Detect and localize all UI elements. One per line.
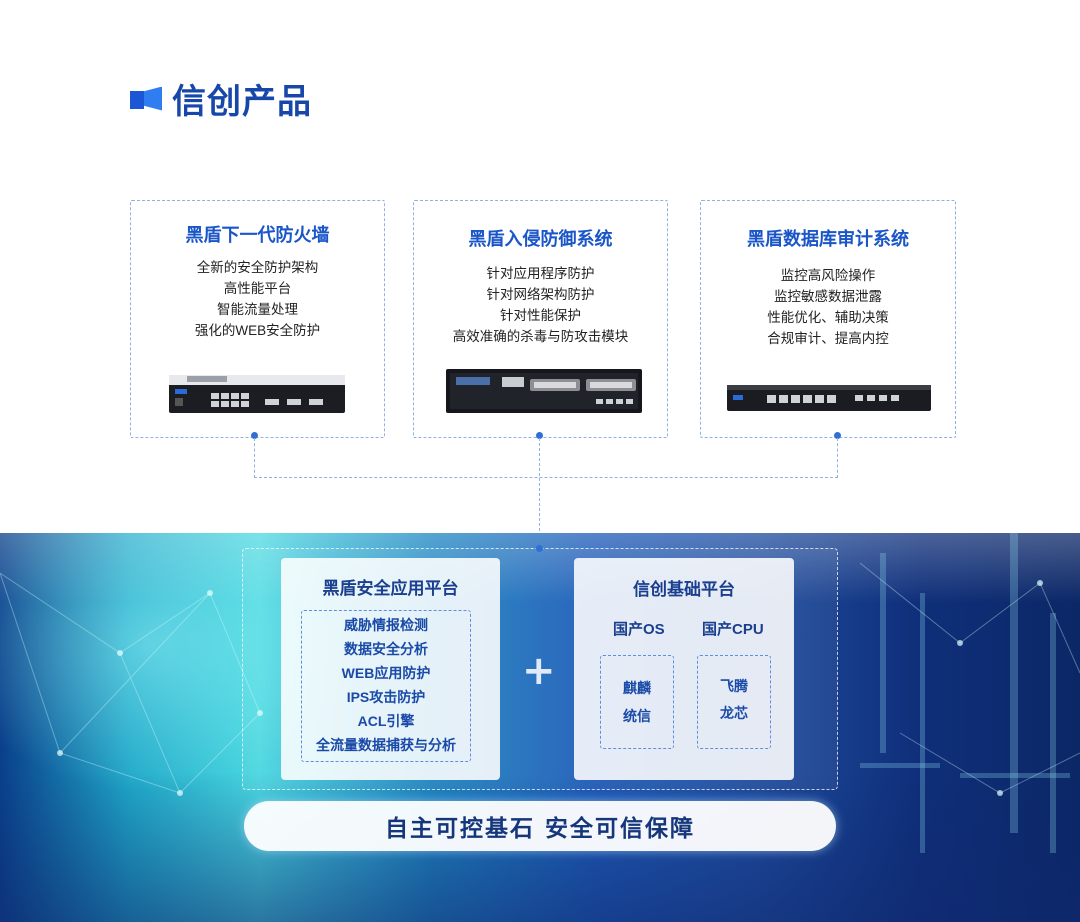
slogan-text: 自主可控基石 安全可信保障	[384, 815, 695, 842]
connector-dot	[834, 432, 841, 439]
connector-dot	[251, 432, 258, 439]
slogan-banner: 自主可控基石 安全可信保障	[244, 801, 836, 851]
plus-icon: +	[522, 648, 556, 694]
page-title: 信创产品	[172, 82, 312, 122]
product-title: 黑盾下一代防火墙	[185, 225, 330, 245]
capability-item: 威胁情报检测	[344, 617, 428, 633]
connector-line	[254, 438, 255, 478]
capability-list: 威胁情报检测 数据安全分析 WEB应用防护 IPS攻击防护 ACL引擎 全流量数…	[302, 613, 470, 757]
base-platform-panel: 信创基础平台 国产OS 国产CPU 麒麟 统信 飞腾 龙芯	[574, 558, 794, 780]
feature-item: 合规审计、提高内控	[767, 331, 889, 346]
product-title: 黑盾入侵防御系统	[468, 229, 613, 249]
connector-dot	[536, 432, 543, 439]
cpu-item: 飞腾	[720, 678, 748, 694]
capability-item: WEB应用防护	[341, 665, 431, 681]
connector-line	[837, 438, 838, 478]
product-card-firewall: 黑盾下一代防火墙 全新的安全防护架构 高性能平台 智能流量处理 强化的WEB安全…	[130, 200, 385, 438]
firewall-device-image	[169, 375, 345, 413]
capability-item: IPS攻击防护	[346, 689, 426, 705]
section-title: 信创产品	[130, 74, 312, 123]
capability-item: 数据安全分析	[344, 641, 428, 657]
feature-item: 针对性能保护	[500, 308, 581, 323]
feature-item: 针对应用程序防护	[486, 266, 595, 281]
connector-dot	[536, 545, 543, 552]
product-title: 黑盾数据库审计系统	[747, 229, 909, 249]
connector-line	[254, 477, 838, 478]
security-capability-box: 威胁情报检测 数据安全分析 WEB应用防护 IPS攻击防护 ACL引擎 全流量数…	[301, 610, 471, 762]
feature-item: 智能流量处理	[217, 302, 298, 317]
cpu-item: 龙芯	[720, 705, 748, 721]
product-card-db-audit: 黑盾数据库审计系统 监控高风险操作 监控敏感数据泄露 性能优化、辅助决策 合规审…	[700, 200, 956, 438]
cpu-box: 飞腾 龙芯	[697, 655, 771, 749]
db-audit-device-image	[727, 385, 931, 411]
feature-item: 性能优化、辅助决策	[767, 310, 889, 325]
cpu-label: 国产CPU	[702, 621, 764, 638]
base-platform-title: 信创基础平台	[633, 580, 735, 599]
capability-item: 全流量数据捕获与分析	[316, 737, 456, 753]
os-item: 统信	[623, 708, 651, 724]
feature-item: 强化的WEB安全防护	[194, 323, 321, 338]
feature-item: 全新的安全防护架构	[196, 260, 319, 275]
title-mark-icon	[130, 86, 162, 111]
feature-list: 全新的安全防护架构 高性能平台 智能流量处理 强化的WEB安全防护	[131, 257, 384, 341]
os-label: 国产OS	[613, 621, 665, 638]
connector-line	[539, 438, 540, 546]
os-box: 麒麟 统信	[600, 655, 674, 749]
feature-item: 高效准确的杀毒与防攻击模块	[452, 329, 629, 344]
feature-item: 高性能平台	[223, 281, 292, 296]
feature-item: 监控敏感数据泄露	[774, 289, 882, 304]
feature-item: 监控高风险操作	[780, 268, 876, 283]
security-platform-title: 黑盾安全应用平台	[322, 579, 459, 598]
product-card-ips: 黑盾入侵防御系统 针对应用程序防护 针对网络架构防护 针对性能保护 高效准确的杀…	[413, 200, 668, 438]
tech-background	[0, 533, 1080, 922]
ips-device-image	[446, 369, 642, 413]
os-item: 麒麟	[623, 680, 651, 696]
security-platform-panel: 黑盾安全应用平台 威胁情报检测 数据安全分析 WEB应用防护 IPS攻击防护 A…	[281, 558, 500, 780]
feature-item: 针对网络架构防护	[486, 287, 595, 302]
network-lines-graphic	[0, 533, 1080, 853]
capability-item: ACL引擎	[357, 713, 415, 729]
feature-list: 针对应用程序防护 针对网络架构防护 针对性能保护 高效准确的杀毒与防攻击模块	[414, 263, 667, 347]
feature-list: 监控高风险操作 监控敏感数据泄露 性能优化、辅助决策 合规审计、提高内控	[701, 265, 955, 349]
